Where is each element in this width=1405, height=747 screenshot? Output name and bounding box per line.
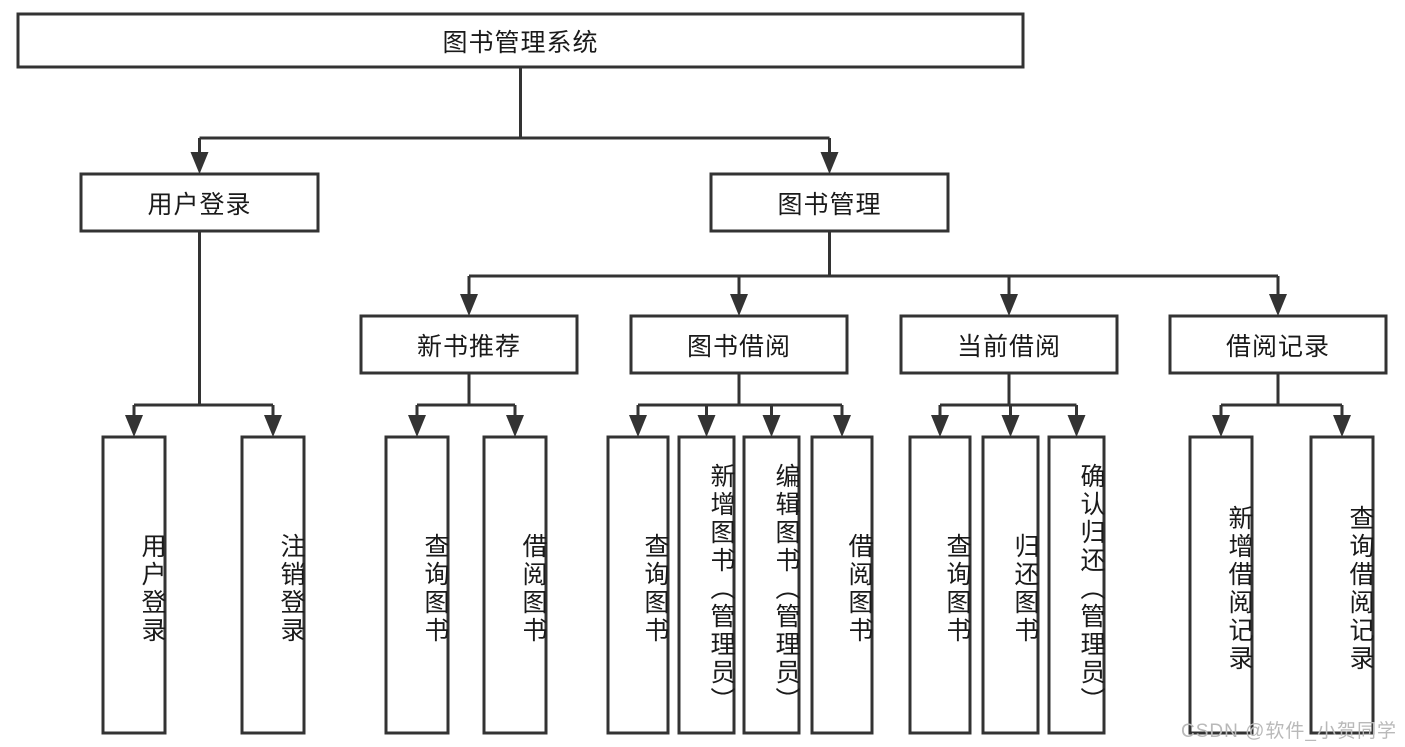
node-box-root[interactable] [16, 12, 1025, 69]
arrow-leaf-edit-book [762, 415, 781, 437]
arrow-current-borrow [1000, 294, 1018, 316]
arrow-leaf-add-book [697, 415, 716, 437]
connector-layer [125, 67, 1351, 437]
node-box-leaf-return-book[interactable] [981, 435, 1040, 735]
arrow-leaf-query-record [1333, 415, 1351, 437]
arrow-leaf-confirm-return [1067, 415, 1086, 437]
node-box-leaf-add-record[interactable] [1188, 435, 1254, 735]
arrow-new-book-rec [460, 294, 478, 316]
arrow-leaf-query-book-1 [408, 415, 426, 437]
node-box-book-manage[interactable] [709, 172, 950, 233]
node-box-user-login[interactable] [79, 172, 320, 233]
node-box-leaf-query-book-3[interactable] [908, 435, 972, 735]
arrow-leaf-add-record [1212, 415, 1230, 437]
node-box-leaf-query-book-2[interactable] [606, 435, 670, 735]
node-box-leaf-logout[interactable] [240, 435, 306, 735]
node-box-new-book-rec[interactable] [359, 314, 579, 375]
node-box-leaf-query-record[interactable] [1309, 435, 1375, 735]
arrow-leaf-borrow-book-2 [833, 415, 851, 437]
arrow-leaf-query-book-3 [931, 415, 949, 437]
node-box-leaf-confirm-return[interactable] [1047, 435, 1106, 735]
arrow-book-manage [820, 152, 839, 174]
node-box-leaf-add-book[interactable] [677, 435, 736, 735]
node-box-book-borrow[interactable] [629, 314, 849, 375]
arrow-book-borrow [730, 294, 748, 316]
arrow-leaf-return-book [1001, 415, 1020, 437]
node-box-leaf-query-book-1[interactable] [384, 435, 450, 735]
arrow-leaf-query-book-2 [629, 415, 647, 437]
node-box-leaf-borrow-book-1[interactable] [482, 435, 548, 735]
node-box-leaf-borrow-book-2[interactable] [810, 435, 874, 735]
arrow-leaf-logout [264, 415, 282, 437]
node-box-current-borrow[interactable] [899, 314, 1119, 375]
node-box-leaf-edit-book[interactable] [742, 435, 801, 735]
node-box-layer [16, 12, 1388, 735]
arrow-leaf-user-login [125, 415, 143, 437]
arrow-leaf-borrow-book-1 [506, 415, 524, 437]
node-box-leaf-user-login[interactable] [101, 435, 167, 735]
node-box-borrow-record[interactable] [1168, 314, 1388, 375]
arrow-user-login [190, 152, 209, 174]
arrow-borrow-record [1269, 294, 1287, 316]
